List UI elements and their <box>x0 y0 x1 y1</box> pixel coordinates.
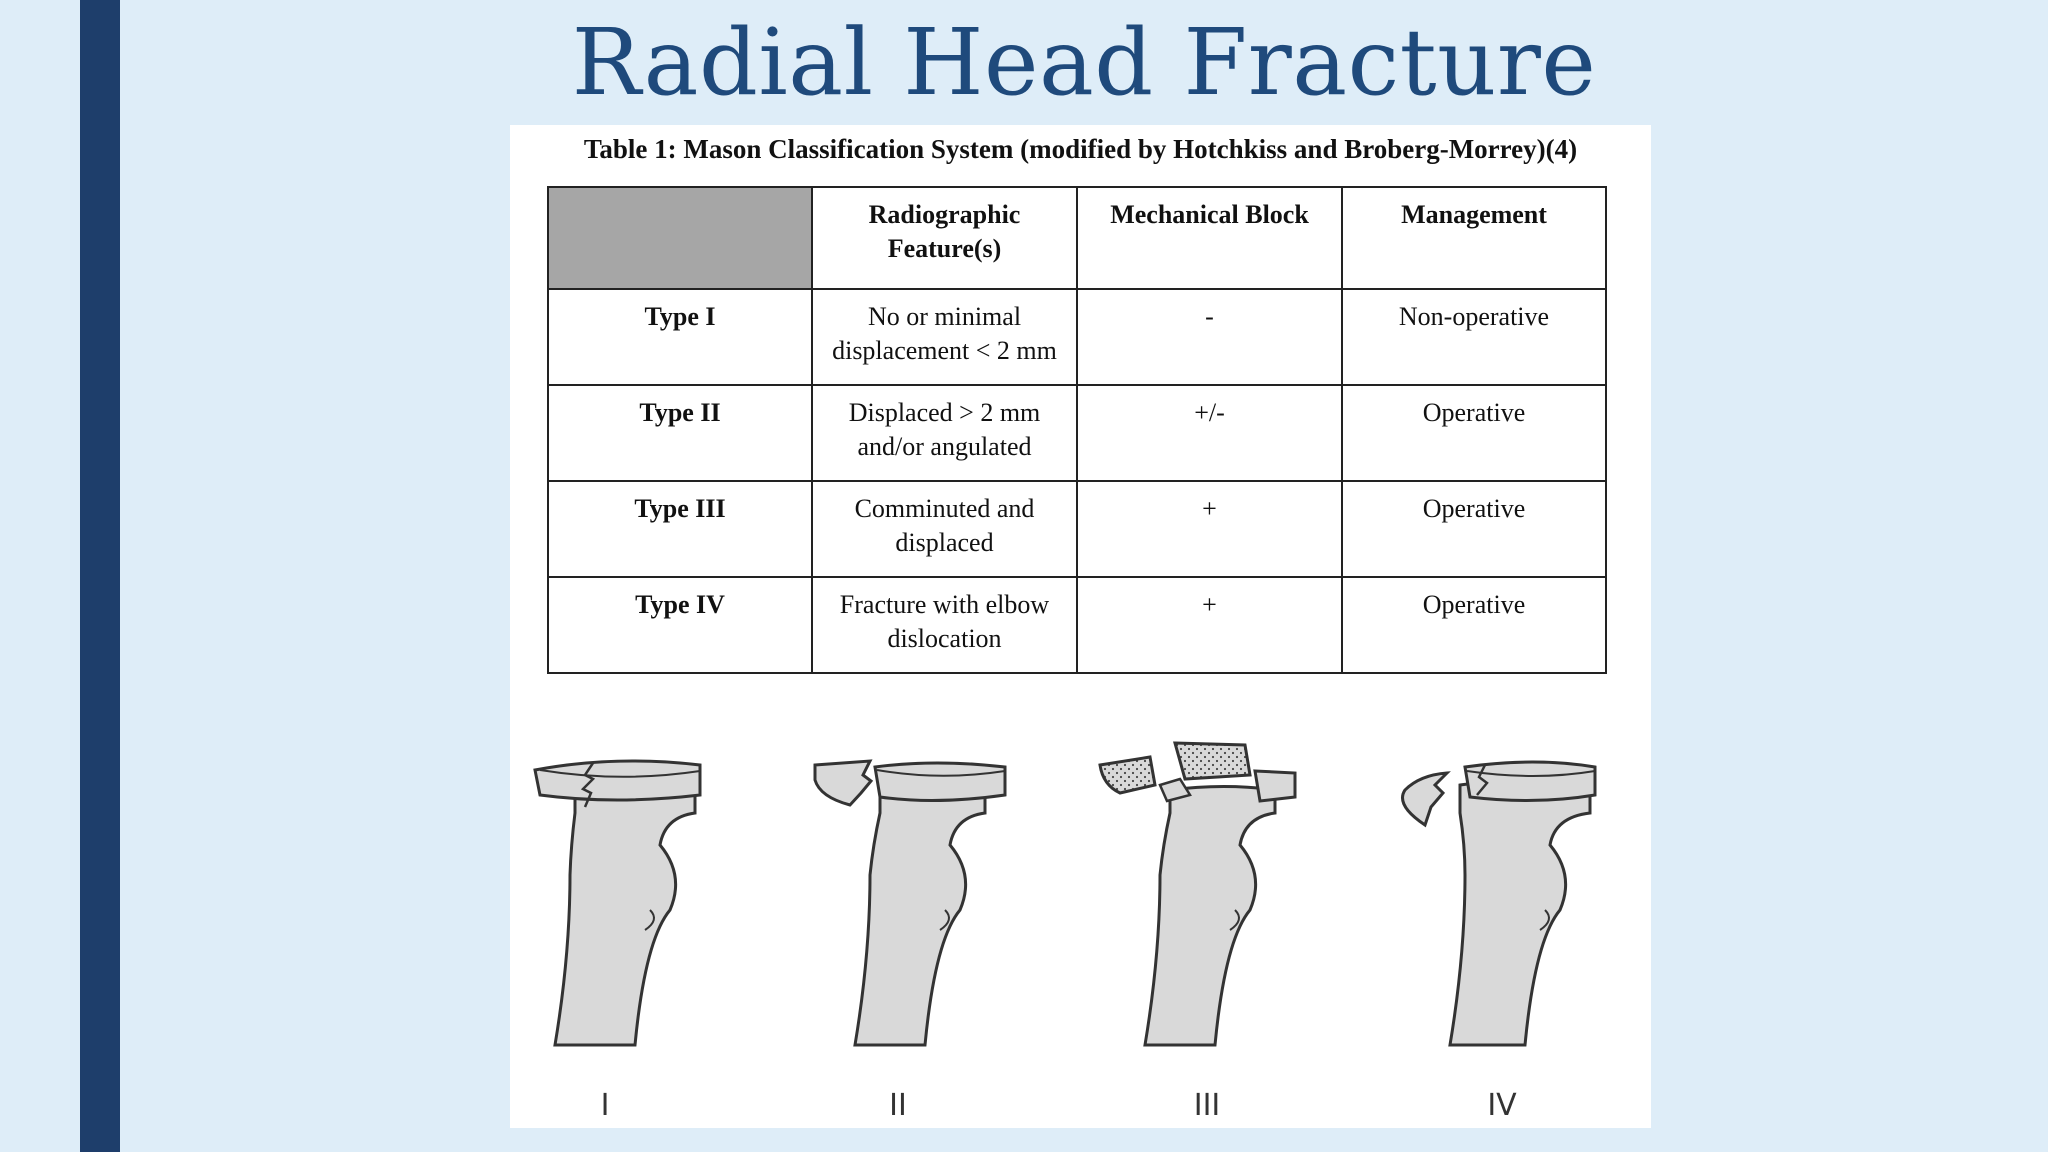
row-feature: Fracture with elbow dislocation <box>811 576 1078 674</box>
row-feature: No or minimal displacement < 2 mm <box>811 288 1078 386</box>
illustration-label: III <box>1194 1088 1221 1123</box>
table-row: Type I No or minimal displacement < 2 mm… <box>547 288 1607 386</box>
table-row: Type IV Fracture with elbow dislocation … <box>547 576 1607 674</box>
row-block: + <box>1076 480 1343 578</box>
row-block: + <box>1076 576 1343 674</box>
header-management: Management <box>1341 186 1607 290</box>
table-row: Type II Displaced > 2 mm and/or angulate… <box>547 384 1607 482</box>
accent-bar <box>80 0 120 1152</box>
row-type: Type III <box>547 480 813 578</box>
slide-title: Radial Head Fracture <box>571 9 1597 116</box>
illustration-label: II <box>889 1088 907 1123</box>
header-corner-cell <box>547 186 813 290</box>
bone-type-2 <box>813 759 1007 1047</box>
header-mechanical-block: Mechanical Block <box>1076 186 1343 290</box>
row-block: +/- <box>1076 384 1343 482</box>
fracture-illustrations: I II III IV <box>533 741 1597 1123</box>
table-row: Type III Comminuted and displaced + Oper… <box>547 480 1607 578</box>
bone-type-3 <box>1098 741 1297 1047</box>
row-type: Type I <box>547 288 813 386</box>
illustration-label: I <box>601 1088 610 1123</box>
illustration-label: IV <box>1487 1088 1517 1123</box>
row-block: - <box>1076 288 1343 386</box>
table-header-row: Radiographic Feature(s) Mechanical Block… <box>547 186 1607 290</box>
bone-type-1 <box>533 759 702 1047</box>
bone-type-4 <box>1401 760 1597 1047</box>
row-feature: Displaced > 2 mm and/or angulated <box>811 384 1078 482</box>
figure-panel: Table 1: Mason Classification System (mo… <box>510 125 1651 1128</box>
row-management: Operative <box>1341 480 1607 578</box>
mason-classification-table: Radiographic Feature(s) Mechanical Block… <box>547 186 1607 674</box>
row-management: Operative <box>1341 384 1607 482</box>
header-radiographic-features: Radiographic Feature(s) <box>811 186 1078 290</box>
row-management: Operative <box>1341 576 1607 674</box>
row-feature: Comminuted and displaced <box>811 480 1078 578</box>
row-management: Non-operative <box>1341 288 1607 386</box>
row-type: Type II <box>547 384 813 482</box>
row-type: Type IV <box>547 576 813 674</box>
table-caption: Table 1: Mason Classification System (mo… <box>583 134 1578 164</box>
